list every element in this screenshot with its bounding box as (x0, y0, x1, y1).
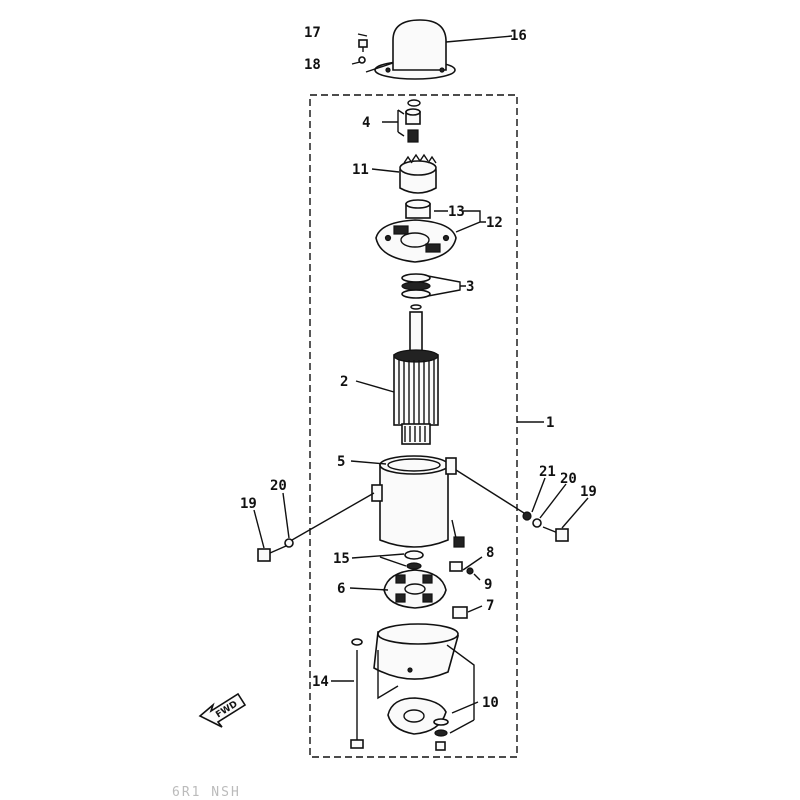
callout-4: 4 (362, 115, 370, 131)
part-15-washers (404, 550, 424, 570)
callout-7: 7 (486, 598, 494, 614)
callout-19-right: 19 (580, 484, 597, 500)
part-7-brush (452, 606, 468, 619)
callout-18: 18 (304, 57, 321, 73)
part-10-cover-kit (387, 697, 449, 751)
callout-14: 14 (312, 674, 329, 690)
callout-20-left: 20 (270, 478, 287, 494)
callout-labels: 17 18 16 4 11 13 12 3 2 1 5 19 20 21 20 … (240, 25, 597, 711)
part-18-washer (358, 56, 366, 64)
part-11-pinion-gear (399, 153, 437, 194)
rear-end-cover (373, 623, 460, 680)
callout-3: 3 (466, 279, 474, 295)
part-19-bolt-right (542, 526, 569, 542)
callout-16: 16 (510, 28, 527, 44)
part-17-bolt (358, 39, 368, 52)
callout-6: 6 (337, 581, 345, 597)
part-5-yoke (371, 455, 465, 548)
part-12-front-bracket (375, 219, 457, 263)
callout-1: 1 (546, 415, 554, 431)
callout-12: 12 (486, 215, 503, 231)
leader-lines (253, 33, 589, 734)
callout-5: 5 (337, 454, 345, 470)
part-16-cap (374, 19, 456, 80)
part-4-bushing-group (405, 99, 421, 143)
callout-15: 15 (333, 551, 350, 567)
part-19-bolt-left (257, 545, 287, 562)
footer-code: 6R1 NSH (172, 785, 241, 800)
part-9-screw (466, 567, 474, 575)
callout-13: 13 (448, 204, 465, 220)
part-3-seal-set (401, 273, 431, 310)
part-2-armature (393, 311, 439, 445)
callout-20-right: 20 (560, 471, 577, 487)
part-20-washer-right (532, 518, 542, 528)
part-13-bush (405, 199, 431, 219)
assembly-boundary (309, 94, 518, 758)
callout-10: 10 (482, 695, 499, 711)
callout-17: 17 (304, 25, 321, 41)
part-21-washer-right (522, 511, 532, 521)
part-8-brush (449, 561, 463, 572)
forward-direction-arrow: FWD (198, 692, 247, 728)
part-6-brush-holder (383, 569, 447, 609)
part-14-through-bolt (350, 638, 364, 749)
part-20-washer-left (284, 538, 294, 548)
callout-21: 21 (539, 464, 556, 480)
callout-8: 8 (486, 545, 494, 561)
callout-9: 9 (484, 577, 492, 593)
callout-11: 11 (352, 162, 369, 178)
callout-2: 2 (340, 374, 348, 390)
callout-19-left: 19 (240, 496, 257, 512)
